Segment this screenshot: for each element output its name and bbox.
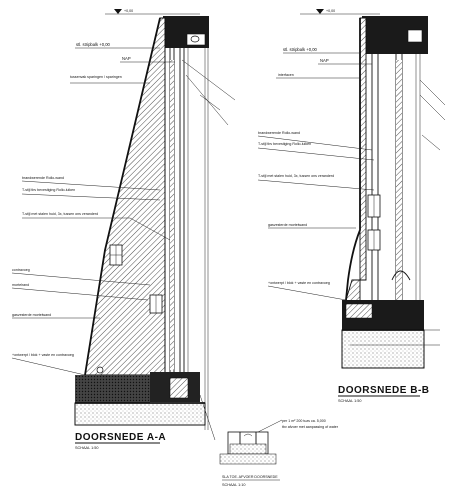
section-a-label-nap: NAP bbox=[120, 56, 175, 63]
section-b-window-upper bbox=[367, 194, 381, 218]
section-b-top-level-marker: +0,00 bbox=[300, 9, 380, 15]
section-a-shutter-rails bbox=[169, 48, 189, 375]
drain-detail-note-2: tbv afvoer met aanpassing of water bbox=[282, 425, 339, 429]
svg-text:+ontwerpt / blok + vaste en co: +ontwerpt / blok + vaste en contravoeg bbox=[12, 353, 74, 357]
section-b-label-foundation: +ontwerpt / blok + vaste en contravoeg bbox=[267, 281, 347, 301]
section-b-label-fire-wall: brandwerende Rollo-wand bbox=[257, 131, 373, 151]
svg-text:T-stijl met stalen huid, 3x, t: T-stijl met stalen huid, 3x, tussen ons … bbox=[22, 212, 98, 216]
section-b-window-lower bbox=[367, 229, 381, 251]
section-a-label-mortar: mortelrand bbox=[11, 283, 149, 301]
section-b-shutter-rails bbox=[371, 54, 421, 300]
svg-text:NAP: NAP bbox=[122, 56, 131, 61]
section-b-leader-lines bbox=[419, 79, 446, 151]
svg-text:T-stijl tbv bevestiging Rollo-: T-stijl tbv bevestiging Rollo-luiken bbox=[22, 188, 75, 192]
section-a-label-steel-beam: stl. stripbalk +0,00 bbox=[75, 42, 160, 49]
section-a-window-lower bbox=[149, 294, 163, 314]
svg-text:T-stijl tbv bevestiging Rollo-: T-stijl tbv bevestiging Rollo-luiken bbox=[258, 142, 311, 146]
section-a-label-foundation: +ontwerpt / blok + vaste en contravoeg bbox=[11, 353, 86, 376]
section-a-label-t-profile-steel: T-stijl met stalen huid, 3x, tussen ons … bbox=[22, 212, 171, 241]
drain-detail: per 1 m² 200 tuzs ca. 5,000 tbv afvoer m… bbox=[219, 419, 339, 487]
section-b-label-nap: NAP bbox=[318, 58, 372, 65]
svg-text:gasvesterde mortelwand: gasvesterde mortelwand bbox=[268, 223, 307, 227]
section-b-label-t-profile: T-stijl tbv bevestiging Rollo-luiken bbox=[257, 142, 375, 161]
section-b-label-insulation: gasvesterde mortelwand bbox=[268, 223, 356, 229]
drain-detail-scale: SCHAAL 1:10 bbox=[222, 483, 246, 487]
svg-text:NAP: NAP bbox=[320, 58, 329, 63]
section-a-label-tank: contravoeg bbox=[11, 268, 151, 286]
svg-text:stl. stripbalk +0,00: stl. stripbalk +0,00 bbox=[283, 47, 318, 52]
section-a-title: DOORSNEDE A-A bbox=[75, 432, 166, 443]
svg-text:brandwerende Rollo-wand: brandwerende Rollo-wand bbox=[258, 131, 300, 135]
section-b-foundation bbox=[341, 329, 425, 369]
section-a-label-fire-wall: brandwerende Rollo-wand bbox=[21, 176, 161, 191]
section-a-tapered-wall bbox=[84, 17, 166, 376]
section-b-wall bbox=[345, 17, 367, 311]
svg-text:gasvesterde mortelwand: gasvesterde mortelwand bbox=[12, 313, 51, 317]
section-a-scale: SCHAAL 1:50 bbox=[75, 446, 99, 450]
svg-text:tussenvak sparingen / sparinge: tussenvak sparingen / sparingen bbox=[70, 75, 122, 79]
section-a-top-level-marker: +0,00 bbox=[105, 9, 200, 15]
section-a-label-t-profile: T-stijl tbv bevestiging Rollo-luiken bbox=[21, 188, 161, 201]
section-b-top-level: +0,00 bbox=[326, 9, 335, 13]
section-a-leader-lines bbox=[181, 59, 236, 441]
svg-text:+ontwerpt / blok + vaste en co: +ontwerpt / blok + vaste en contravoeg bbox=[268, 281, 330, 285]
drain-detail-note-1: per 1 m² 200 tuzs ca. 5,000 bbox=[282, 419, 326, 423]
section-a-foundation bbox=[75, 375, 150, 403]
section-b-title: DOORSNEDE B-B bbox=[338, 385, 430, 396]
section-a-label-services: tussenvak sparingen / sparingen bbox=[70, 75, 150, 84]
section-a-label-insulation: gasvesterde mortelwand bbox=[12, 313, 100, 319]
section-b-label-interface: interfacen bbox=[276, 73, 360, 79]
section-b-scale: SCHAAL 1:50 bbox=[338, 399, 362, 403]
drain-detail-title: SLA TOE. AFVOER DOORSNEDE bbox=[222, 475, 278, 479]
section-b-label-t-profile-steel: T-stijl met stalen huid, 3x, tussen ons … bbox=[257, 174, 375, 191]
section-b-label-steel-beam: stl. stripbalk +0,00 bbox=[283, 47, 360, 54]
svg-text:stl. stripbalk +0,00: stl. stripbalk +0,00 bbox=[76, 42, 111, 47]
svg-text:T-stijl met stalen huid, 3x, t: T-stijl met stalen huid, 3x, tussen ons … bbox=[258, 174, 334, 178]
section-a-top-level: +0,00 bbox=[124, 9, 133, 13]
svg-text:interfacen: interfacen bbox=[278, 73, 294, 77]
section-b: +0,00 bbox=[257, 9, 446, 403]
section-a: +0,00 bbox=[11, 9, 236, 450]
section-a-window-upper bbox=[109, 244, 123, 266]
svg-text:mortelrand: mortelrand bbox=[12, 283, 29, 287]
svg-text:contravoeg: contravoeg bbox=[12, 268, 30, 272]
svg-text:brandwerende Rollo-wand: brandwerende Rollo-wand bbox=[22, 176, 64, 180]
